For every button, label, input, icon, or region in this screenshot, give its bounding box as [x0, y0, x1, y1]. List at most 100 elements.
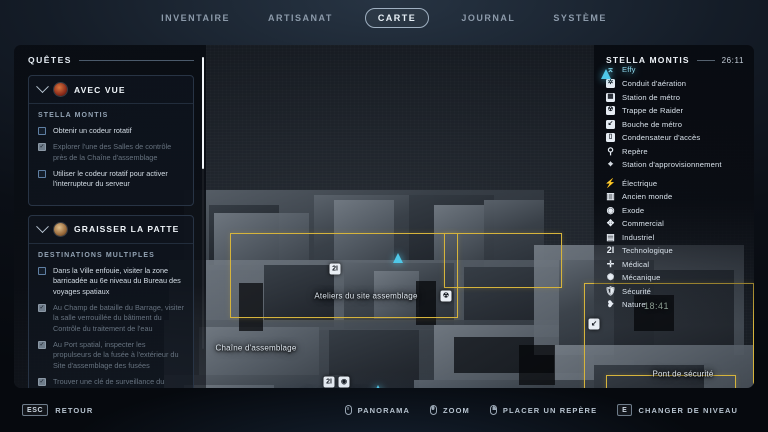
- legend-item-access-capacitor[interactable]: ▯ Condensateur d'accès: [606, 133, 744, 142]
- terrain-plate: [594, 365, 704, 388]
- tab-artisanat[interactable]: ARTISANAT: [267, 13, 333, 23]
- chevron-down-icon[interactable]: [36, 220, 49, 233]
- legend-panel: STELLA MONTIS 26:11 ⌅ Effy ✲ Conduit d'a…: [594, 45, 754, 326]
- quests-scrollbar-thumb[interactable]: [202, 57, 204, 169]
- zone-outline-hall: [606, 375, 736, 388]
- legend-item-marker[interactable]: ⚲ Repère: [606, 145, 744, 156]
- terrain-plate: [414, 380, 594, 388]
- back-action[interactable]: ESC RETOUR: [22, 404, 93, 416]
- player-waypoint-marker: [393, 253, 403, 263]
- legend-item-medical[interactable]: ✛ Médical: [606, 259, 744, 269]
- legend-item-label: Médical: [622, 259, 650, 269]
- quest-card-header[interactable]: AVEC VUE: [29, 76, 193, 104]
- e-key-icon: E: [617, 404, 633, 416]
- avatar: [54, 222, 67, 236]
- action-place-marker[interactable]: PLACER UN REPÈRE: [489, 405, 598, 415]
- legend-item-label: Bouche de métro: [622, 119, 683, 129]
- legend-item-label: Station d'approvisionnement: [622, 160, 722, 169]
- checkbox-checked-icon[interactable]: ✓: [38, 378, 46, 387]
- legend-item-electric[interactable]: ⚡ Électrique: [605, 178, 744, 188]
- quest-card[interactable]: GRAISSER LA PATTE DESTINATIONS MULTIPLES…: [28, 214, 194, 388]
- quests-panel: QUÊTES AVEC VUE STELLA MONTIS Obtenir un…: [14, 45, 206, 388]
- action-zoom[interactable]: ZOOM: [429, 405, 470, 415]
- legend-divider: [696, 59, 715, 61]
- access-capacitor-icon: ▯: [606, 133, 615, 142]
- vent-icon: ✲: [606, 79, 615, 88]
- checkbox-unchecked-icon[interactable]: [38, 170, 46, 179]
- legend-item-metro-station[interactable]: ▦ Station de métro: [606, 92, 744, 102]
- legend-item-label: Technologique: [622, 246, 673, 255]
- technological-marker[interactable]: 2I: [323, 376, 335, 388]
- legend-item-label: Nature: [622, 300, 646, 309]
- legend-header: STELLA MONTIS 26:11: [606, 55, 744, 65]
- quests-scrollbar[interactable]: [202, 57, 204, 349]
- quest-objective[interactable]: Utiliser le codeur rotatif pour activer …: [38, 169, 184, 190]
- legend-item-security[interactable]: 🛡 Sécurité: [604, 285, 744, 296]
- quest-objective[interactable]: ✓ Au Port spatial, inspecter les propuls…: [38, 340, 184, 371]
- mouse-right-icon: [489, 405, 497, 415]
- terrain-plate: [434, 205, 484, 260]
- legend-item-exodus[interactable]: ◉ Exode: [606, 205, 744, 215]
- quests-title: QUÊTES: [28, 55, 72, 65]
- terrain-shadow: [239, 283, 263, 331]
- action-label: PLACER UN REPÈRE: [502, 405, 598, 415]
- chevron-down-icon[interactable]: [36, 80, 49, 94]
- raider-hatch-marker[interactable]: ☢: [440, 290, 452, 302]
- quest-objective[interactable]: ✓ Explorer l'une des Salles de contrôle …: [38, 142, 184, 163]
- objective-text: Explorer l'une des Salles de contrôle pr…: [53, 142, 172, 162]
- legend-item-label: Conduit d'aération: [622, 79, 687, 88]
- legend-item-supply-station[interactable]: ⌖ Station d'approvisionnement: [606, 160, 744, 170]
- legend-item-player[interactable]: ⌅ Effy: [601, 64, 635, 79]
- quest-objective[interactable]: ✓ Trouver une clé de surveillance du Bar…: [38, 377, 184, 388]
- mechanical-icon: ✺: [606, 272, 615, 282]
- security-icon: 🛡: [604, 285, 617, 296]
- legend-item-commercial[interactable]: ✥ Commercial: [606, 219, 744, 229]
- action-hints: PANORAMA ZOOM PLACER UN REPÈRE E CHANGER…: [344, 404, 738, 416]
- quest-card-body: STELLA MONTIS Obtenir un codeur rotatif …: [29, 104, 193, 205]
- legend-item-label: Condensateur d'accès: [622, 133, 701, 142]
- quest-objective[interactable]: Obtenir un codeur rotatif: [38, 126, 184, 136]
- quest-card[interactable]: AVEC VUE STELLA MONTIS Obtenir un codeur…: [28, 75, 194, 206]
- exodus-marker[interactable]: ◉: [338, 376, 350, 388]
- tab-inventaire[interactable]: INVENTAIRE: [161, 13, 230, 23]
- checkbox-checked-icon[interactable]: ✓: [38, 143, 46, 152]
- quest-objective[interactable]: Dans la Ville enfouie, visiter la zone b…: [38, 266, 184, 297]
- legend-item-industrial[interactable]: ▤ Industriel: [606, 232, 744, 242]
- terrain-plate: [374, 271, 419, 319]
- checkbox-checked-icon[interactable]: ✓: [38, 340, 46, 349]
- legend-item-mechanical[interactable]: ✺ Mécanique: [606, 272, 744, 283]
- quest-card-header[interactable]: GRAISSER LA PATTE: [29, 216, 193, 244]
- terrain-shadow: [519, 345, 555, 385]
- marker-pin-icon: ⚲: [607, 145, 614, 156]
- action-change-level[interactable]: E CHANGER DE NIVEAU: [617, 404, 738, 416]
- legend-item-old-world[interactable]: ▥ Ancien monde: [606, 191, 744, 202]
- quest-subtitle: DESTINATIONS MULTIPLES: [38, 251, 155, 259]
- checkbox-unchecked-icon[interactable]: [38, 266, 46, 275]
- legend-item-raider-hatch[interactable]: ☢ Trappe de Raider: [606, 106, 744, 115]
- objective-text: Utiliser le codeur rotatif pour activer …: [53, 169, 168, 189]
- action-label: CHANGER DE NIVEAU: [638, 405, 738, 415]
- terrain-plate: [334, 200, 394, 262]
- old-world-icon: ▥: [606, 191, 615, 201]
- tab-journal[interactable]: JOURNAL: [461, 13, 516, 23]
- legend-item-label: Ancien monde: [622, 192, 673, 201]
- legend-item-nature[interactable]: ❥ Nature: [606, 300, 744, 310]
- checkbox-checked-icon[interactable]: ✓: [38, 303, 46, 312]
- quest-objective[interactable]: ✓ Au Champ de bataille du Barrage, visit…: [38, 303, 184, 334]
- mouse-left-icon: [344, 405, 352, 415]
- technological-marker[interactable]: 2I: [329, 263, 341, 275]
- player-position-marker: [373, 385, 383, 388]
- metro-station-icon: ▦: [606, 92, 615, 102]
- map-label: Pont de sécurité: [652, 369, 714, 379]
- top-navigation: INVENTAIRE ARTISANAT CARTE JOURNAL SYSTÈ…: [0, 0, 768, 36]
- legend-item-technological[interactable]: 2I Technologique: [606, 246, 744, 256]
- legend-item-metro-entrance[interactable]: ↙ Bouche de métro: [606, 119, 744, 129]
- action-panorama[interactable]: PANORAMA: [344, 405, 410, 415]
- objective-text: Obtenir un codeur rotatif: [53, 126, 132, 135]
- tab-carte[interactable]: CARTE: [364, 8, 430, 28]
- legend-item-vent[interactable]: ✲ Conduit d'aération: [606, 79, 744, 88]
- tab-systeme[interactable]: SYSTÈME: [553, 13, 607, 23]
- legend-item-label: Industriel: [622, 232, 655, 242]
- checkbox-unchecked-icon[interactable]: [38, 127, 46, 135]
- esc-key-icon: ESC: [22, 404, 49, 416]
